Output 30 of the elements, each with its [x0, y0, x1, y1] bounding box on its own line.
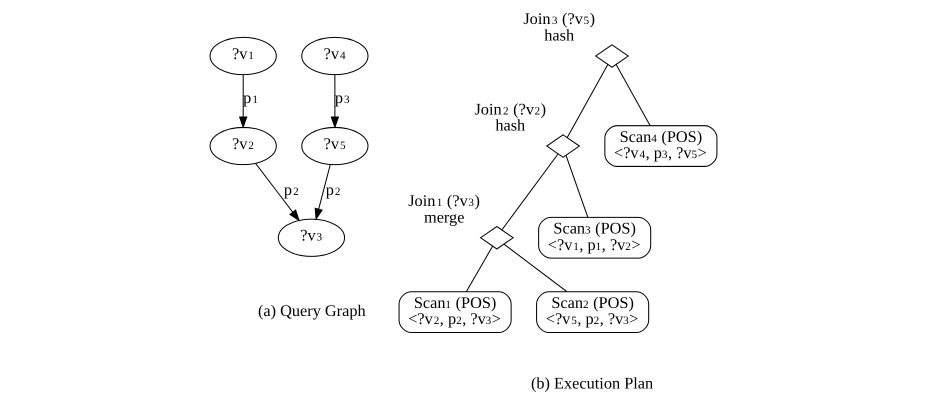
- node-label: Join3 (?v5): [522, 9, 595, 28]
- connector: [565, 155, 588, 218]
- node-ellipse: ?v1: [209, 36, 276, 76]
- edge-label: p2: [325, 180, 340, 199]
- node-label: Join1 (?v3): [408, 190, 480, 210]
- arrow: [238, 74, 247, 129]
- edge-label: p1: [242, 88, 258, 108]
- label: (a) Query Graph: [257, 300, 366, 320]
- node-label: hash: [544, 26, 574, 45]
- node-bowtie: [594, 44, 629, 68]
- node-bowtie: [479, 226, 514, 250]
- node-ellipse: ?v3: [277, 218, 345, 257]
- node-box: Scan3 (POS) <?v1, p1, ?v2>: [538, 216, 651, 259]
- arrow: [254, 163, 300, 222]
- node-ellipse: ?v2: [209, 126, 276, 166]
- node-box: Scan2 (POS) <?v5, p2, ?v3>: [536, 291, 649, 333]
- arrow: [314, 164, 330, 221]
- node-label: Join2 (?v2): [474, 99, 546, 118]
- label: (b) Execution Plan: [530, 373, 653, 392]
- connector: [500, 154, 558, 230]
- node-box: Scan1 (POS) <?v2, p2, ?v3>: [398, 291, 512, 333]
- edge-label: p2: [283, 180, 298, 199]
- connector: [503, 244, 567, 292]
- node-box: Scan4 (POS) <?v4, p3, ?v5>: [604, 125, 717, 167]
- connector: [615, 64, 650, 126]
- node-ellipse: ?v4: [300, 36, 368, 76]
- connector: [465, 246, 492, 292]
- node-ellipse: ?v5: [300, 126, 368, 166]
- connector: [566, 64, 608, 138]
- node-bowtie: [545, 134, 580, 158]
